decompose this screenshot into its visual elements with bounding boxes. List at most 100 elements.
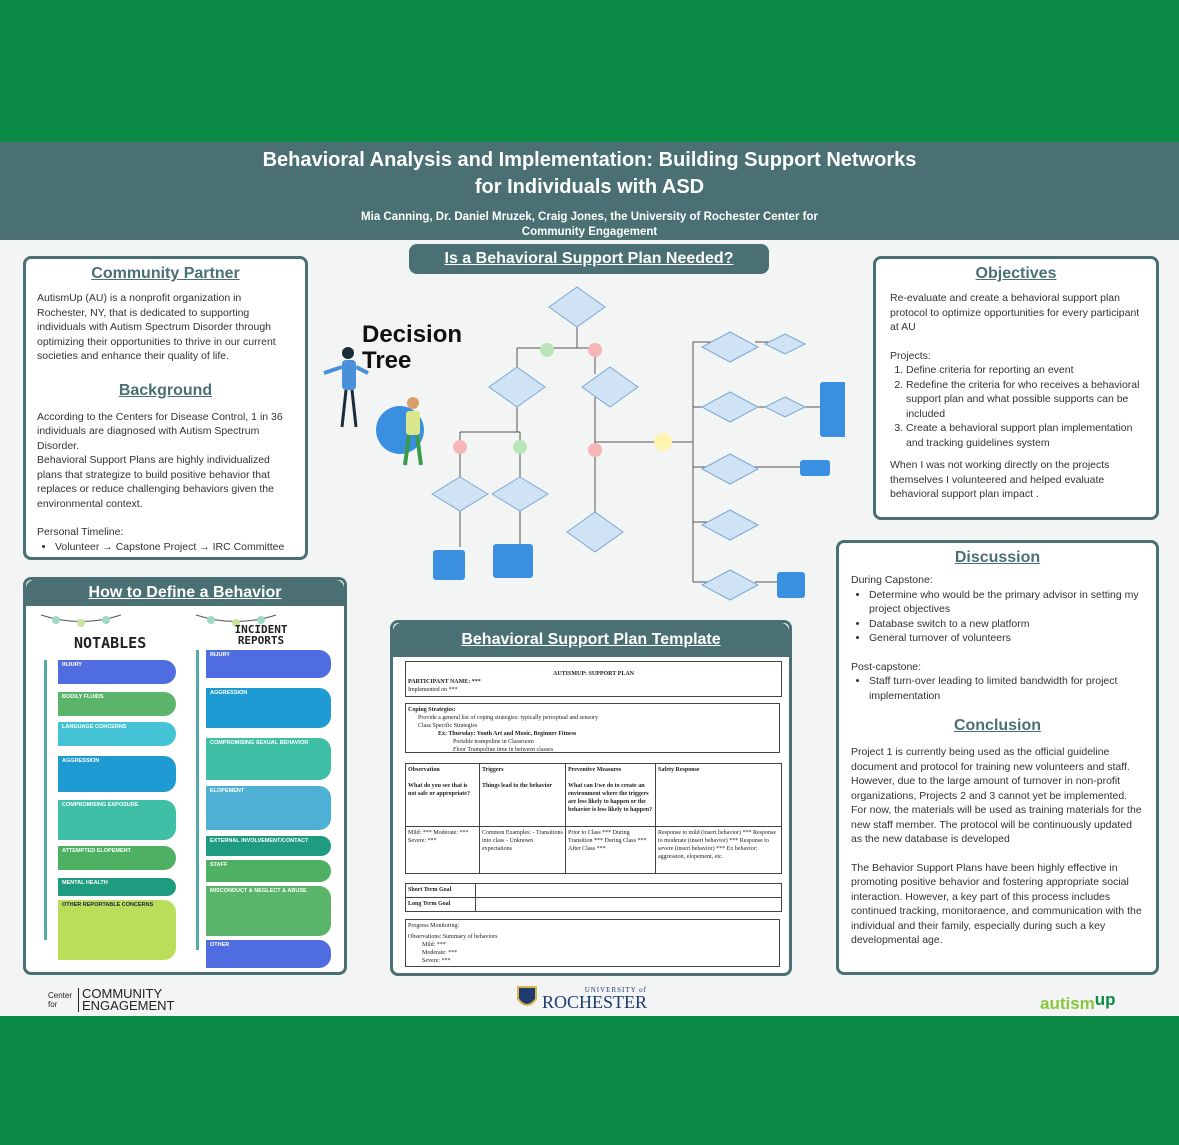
post-list: Staff turn-over leading to limited bandw… [851,674,1144,703]
timeline-item: Volunteer → Capstone Project → IRC Commi… [55,540,294,555]
bottom-green-band [0,1016,1179,1145]
a-safety: Response to mild (insert behavior) *** R… [658,830,776,860]
incident-bar-8: OTHER [206,940,331,968]
col-safety: Safety Response [658,767,700,773]
project-item-3: Create a behavioral support plan impleme… [906,421,1142,450]
decision-tree-label: Decision Tree [362,322,462,374]
notable-bar-2: BODILY FLUIDS [58,692,176,716]
projects-list: Define criteria for reporting an event R… [890,363,1142,450]
up-word: up [1094,990,1116,1009]
discussion-title: Discussion [954,549,1041,566]
rochester-small: UNIVERSITY of [584,986,648,994]
conclusion-p1: Project 1 is currently being used as the… [851,746,1130,773]
project-item-2: Redefine the criteria for who receives a… [906,378,1142,422]
objectives-panel: Objectives Re-evaluate and create a beha… [873,256,1159,520]
conclusion-title: Conclusion [953,717,1042,734]
participant-name: PARTICIPANT NAME: *** [408,679,481,685]
notable-bar-4: AGGRESSION [58,756,176,792]
rochester-logo: UNIVERSITY of ROCHESTER [516,985,647,1011]
table-row: Short Term Goal [406,884,781,898]
col-triggers: Triggers [482,767,504,773]
community-panel: Community Partner AutismUp (AU) is a non… [23,256,308,560]
obs-moderate: Moderate: *** [422,950,458,956]
timeline-label: Personal Timeline: [37,526,124,538]
discussion-item-3: General turnover of volunteers [869,631,1144,646]
q-observation: What do you see that is not safe or appr… [408,783,470,797]
coping-3: Ex: Thursday: Youth Art and Music, Begin… [438,731,577,737]
title-bar: Behavioral Analysis and Implementation: … [0,142,1179,240]
notables-title: NOTABLES [74,634,147,652]
title-line-2: for Individuals with ASD [474,176,705,198]
conclusion-p3: The Behavior Support Plans have been hig… [851,861,1142,947]
decision-title: Is a Behavioral Support Plan Needed? [409,244,769,274]
table-row: Mild: *** Moderate: *** Severe: *** Comm… [406,827,781,873]
incident-bar-7: MISCONDUCT & NEGLECT & ABUSE [206,886,331,936]
table-row: Long Term Goal [406,898,781,911]
coping-box: Coping Strategies: Provide a general lis… [405,703,780,753]
a-observation: Mild: *** Moderate: *** Severe: *** [406,827,480,873]
define-panel: How to Define a Behavior NOTABLES INCIDE… [23,577,347,975]
notable-bar-6: ATTEMPTED ELOPEMENT [58,846,176,870]
implemented-on: Implemented on *** [408,687,458,693]
rochester-text: UNIVERSITY of ROCHESTER [542,986,648,1012]
post-item-1: Staff turn-over leading to limited bandw… [869,674,1144,703]
form-title: AUTISMUP: SUPPORT PLAN [552,671,634,677]
col-observation: Observation [408,767,440,773]
a-triggers: Common Examples: - Transitions into clas… [480,827,566,873]
conclusion-p2: However, due to the large amount of turn… [851,775,1142,845]
cce-small: Center for [48,991,73,1009]
a-preventive: Prior to Class *** During Transition ***… [566,827,656,873]
discussion-item-1: Determine who would be the primary advis… [869,588,1144,617]
table-cell: Safety Response [656,764,781,826]
authors: Mia Canning, Dr. Daniel Mruzek, Craig Jo… [0,210,1179,240]
decision-label-2: Tree [362,347,412,374]
shield-icon [517,986,537,1006]
rochester-name: ROCHESTER [542,992,648,1012]
cce-line-2: ENGAGEMENT [82,998,175,1013]
discussion-list: Determine who would be the primary advis… [851,588,1144,646]
poster-title: Behavioral Analysis and Implementation: … [0,147,1179,201]
incident-bar-2: AGGRESSION [206,688,331,728]
short-term-goal: Short Term Goal [406,884,476,897]
cce-logo: Center for COMMUNITY ENGAGEMENT [48,986,175,1013]
obs-mild: Mild: *** [422,942,446,948]
coping-2: Class Specific Strategies [418,723,478,729]
objectives-closing: When I was not working directly on the p… [890,459,1110,500]
person-illustration [323,347,424,466]
title-line-1: Behavioral Analysis and Implementation: … [262,149,917,171]
authors-line-2: Community Engagement [521,226,658,238]
progress-box: Progress Monitoring: Observations: Summa… [405,919,780,967]
project-item-1: Define criteria for reporting an event [906,363,1142,378]
projects-label: Projects: [890,349,931,362]
obs-severe: Severe: *** [422,958,451,964]
bunting-icon [40,614,277,627]
goals-box: Short Term Goal Long Term Goal [405,883,782,912]
post-label: Post-capstone: [851,660,922,673]
obs-label: Observations: Summary of behaviors [408,934,498,940]
form-header-box: AUTISMUP: SUPPORT PLAN PARTICIPANT NAME:… [405,661,782,697]
cce-line-1: COMMUNITY [82,986,163,1001]
autismup-logo: autismup [1040,990,1116,1014]
background-p1: According to the Centers for Disease Con… [37,410,283,452]
community-body: AutismUp (AU) is a nonprofit organizatio… [37,292,276,362]
incident-bar-4: ELOPEMENT [206,786,331,830]
background-p2: Behavioral Support Plans are highly indi… [37,454,274,510]
decision-label-1: Decision [362,321,463,348]
q-preventive: What can I/we do to create an environmen… [568,783,653,813]
cce-name: COMMUNITY ENGAGEMENT [78,986,175,1013]
objectives-title: Objectives [975,265,1057,282]
notable-bar-7: MENTAL HEALTH [58,878,176,896]
coping-5: Floor Trampoline time in between classes [453,747,554,753]
timeline-list: Volunteer → Capstone Project → IRC Commi… [37,540,294,555]
long-term-goal: Long Term Goal [406,898,476,911]
incident-bar-5: EXTERNAL INVOLVEMENT/CONTACT [206,836,331,856]
template-panel: Behavioral Support Plan Template AUTISMU… [390,620,792,976]
community-title: Community Partner [91,265,240,282]
coping-1: Provide a general list of coping strateg… [418,715,598,721]
decision-tree-graphic [431,286,845,601]
